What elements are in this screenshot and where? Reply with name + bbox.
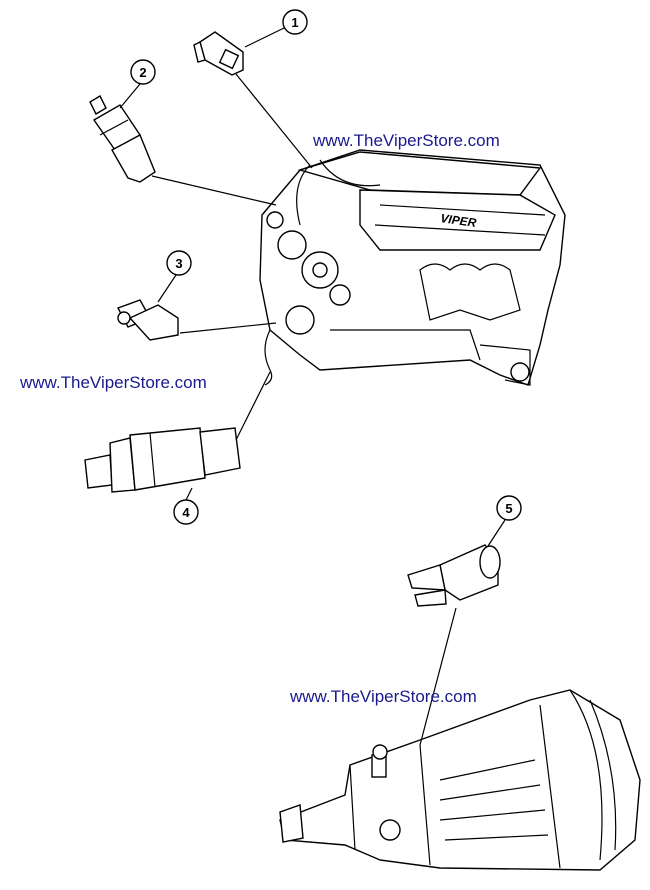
sensor-1: [193, 31, 244, 76]
sensor-2: [89, 95, 156, 183]
engine-illustration: VIPER: [259, 149, 566, 386]
sensor-3: [117, 299, 179, 341]
callout-3: 3: [166, 250, 192, 276]
sensor-4: [84, 427, 241, 493]
leader-lines: [119, 27, 506, 746]
transmission-illustration: [279, 689, 641, 871]
watermark-text: www.TheViperStore.com: [313, 131, 500, 150]
callout-4: 4: [173, 499, 199, 525]
engine-logo: VIPER: [440, 211, 478, 230]
svg-text:5: 5: [505, 501, 512, 516]
svg-text:3: 3: [175, 256, 182, 271]
svg-text:2: 2: [139, 65, 146, 80]
callout-1: 1: [282, 9, 308, 35]
svg-text:4: 4: [182, 505, 190, 520]
watermark-text: www.TheViperStore.com: [20, 373, 207, 392]
callout-2: 2: [130, 59, 156, 85]
sensor-5: [407, 544, 501, 607]
watermark-text: www.TheViperStore.com: [290, 687, 477, 706]
callout-5: 5: [496, 495, 522, 521]
svg-text:1: 1: [291, 15, 298, 30]
